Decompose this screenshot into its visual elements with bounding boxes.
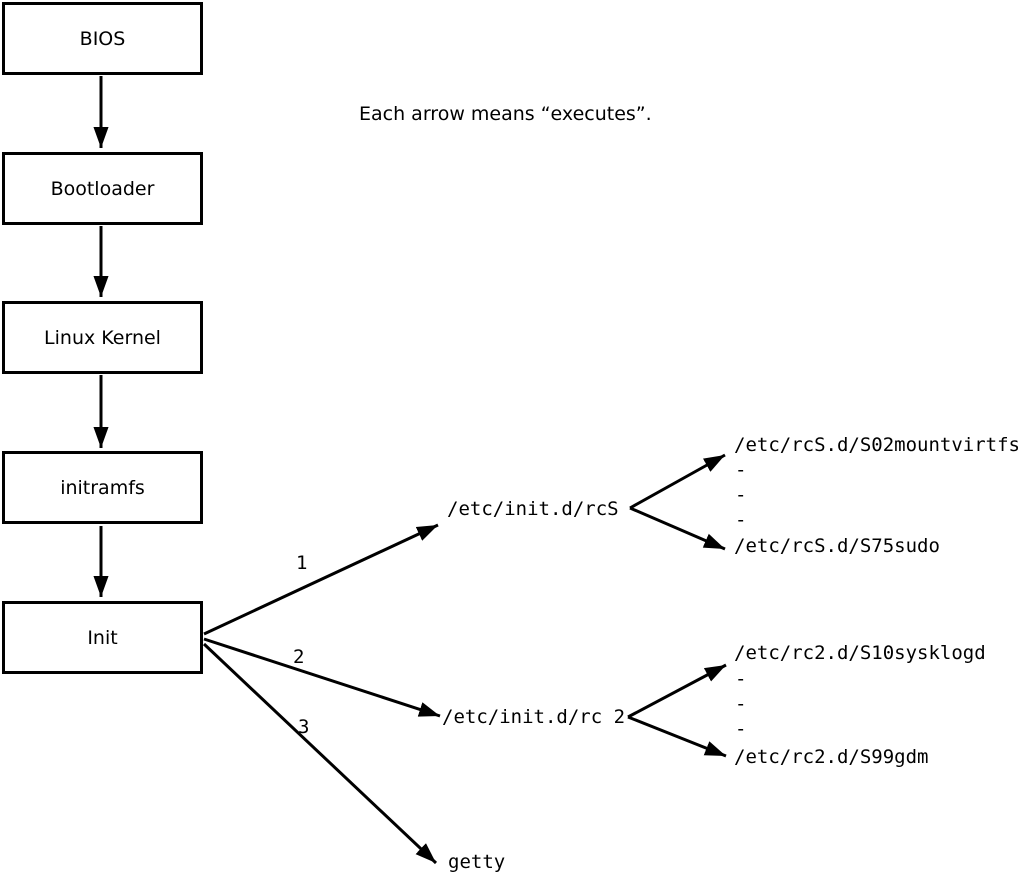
- flow-box-linux-kernel: Linux Kernel: [2, 301, 203, 374]
- ellipsis-dash: -: [735, 459, 747, 481]
- legend-note: Each arrow means “executes”.: [359, 103, 652, 125]
- process-label-getty: getty: [448, 851, 506, 873]
- ellipsis-dash: -: [735, 693, 747, 715]
- flow-box-label: Linux Kernel: [44, 326, 161, 349]
- script-label-rc2: /etc/init.d/rc 2: [442, 706, 626, 728]
- arrow-rc2-to-s10sysklogd: [627, 663, 727, 719]
- arrow-rc2-to-s99gdm: [627, 715, 727, 758]
- ellipsis-dash: -: [735, 484, 747, 506]
- flow-box-bootloader: Bootloader: [2, 152, 203, 225]
- flow-box-initramfs: initramfs: [2, 451, 203, 524]
- flow-box-label: BIOS: [79, 27, 126, 50]
- ellipsis-dash: -: [735, 718, 747, 740]
- branch-number-1: 1: [296, 552, 308, 574]
- flow-box-label: Bootloader: [50, 177, 155, 200]
- flow-box-label: Init: [87, 626, 118, 649]
- flow-box-bios: BIOS: [2, 2, 203, 75]
- arrow-init-to-rc2: [203, 637, 441, 718]
- flow-box-init: Init: [2, 601, 203, 674]
- ellipsis-dash: -: [735, 509, 747, 531]
- arrow-rcs-to-s02mountvirtfs: [629, 453, 726, 510]
- script-label-s02mountvirtfs: /etc/rcS.d/S02mountvirtfs: [734, 434, 1020, 456]
- ellipsis-dash: -: [735, 668, 747, 690]
- flow-box-label: initramfs: [60, 476, 145, 499]
- script-label-s75sudo: /etc/rcS.d/S75sudo: [734, 535, 940, 557]
- script-label-s99gdm: /etc/rc2.d/S99gdm: [734, 746, 929, 768]
- arrow-rcs-to-s75sudo: [629, 506, 726, 551]
- script-label-s10sysklogd: /etc/rc2.d/S10sysklogd: [734, 642, 986, 664]
- arrow-init-to-getty: [202, 642, 438, 865]
- branch-number-3: 3: [298, 716, 310, 738]
- branch-number-2: 2: [293, 646, 305, 668]
- arrow-init-to-rcs: [203, 523, 439, 636]
- script-label-rcs: /etc/init.d/rcS: [447, 498, 619, 520]
